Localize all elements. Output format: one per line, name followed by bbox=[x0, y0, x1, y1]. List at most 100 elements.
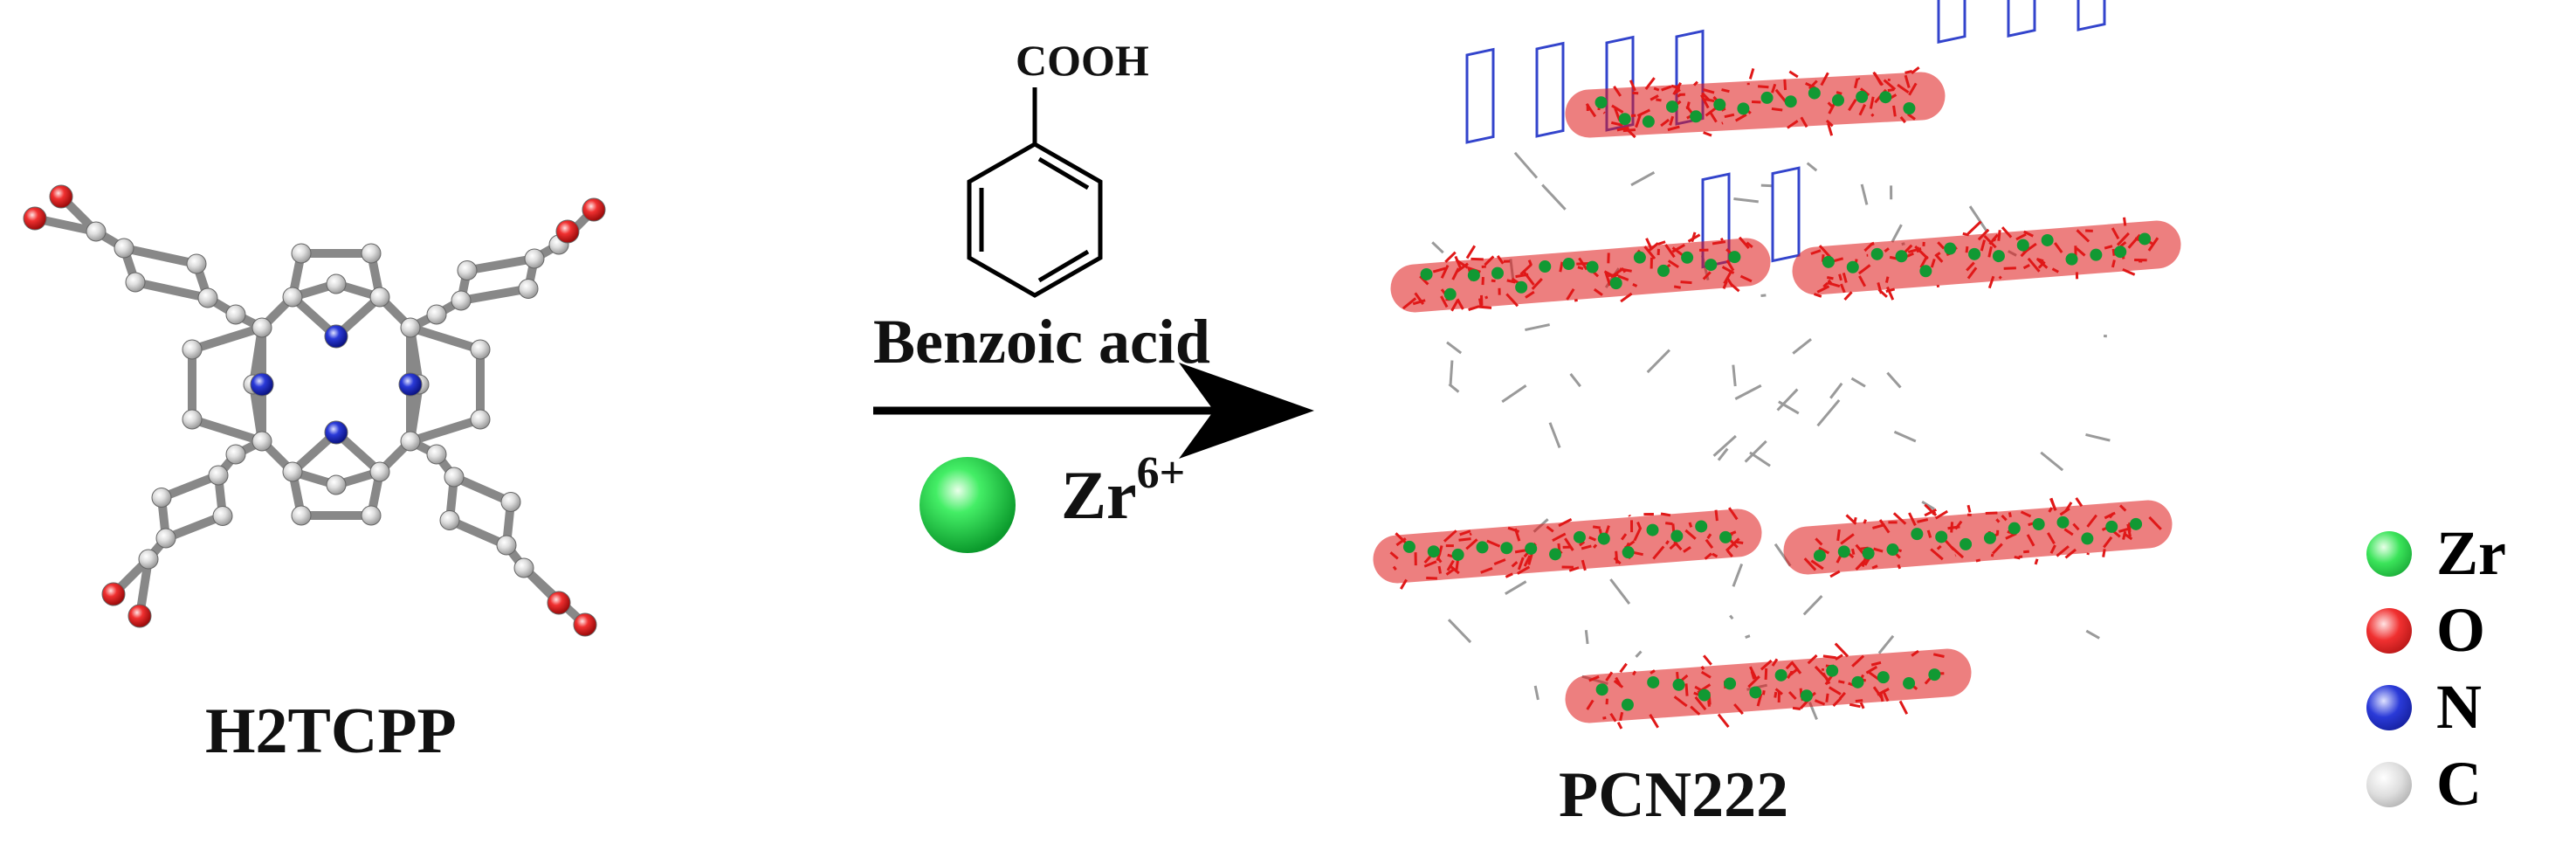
oxygen-bond bbox=[1480, 566, 1493, 574]
molecule-bond bbox=[190, 323, 264, 354]
zirconium-atom bbox=[1960, 537, 1973, 550]
oxygen-bond bbox=[1660, 118, 1670, 128]
oxygen-bond bbox=[2026, 534, 2035, 547]
oxygen-bond bbox=[1800, 116, 1808, 128]
oxygen-atom bbox=[101, 582, 126, 606]
oxygen-bond bbox=[1437, 565, 1442, 574]
oxygen-bond bbox=[1818, 546, 1830, 555]
oxygen-bond bbox=[1444, 251, 1457, 263]
oxygen-bond bbox=[1459, 529, 1471, 536]
oxygen-bond bbox=[1717, 713, 1730, 728]
oxygen-bond bbox=[1636, 521, 1643, 530]
oxygen-bond bbox=[1822, 654, 1836, 660]
n-legend-ball bbox=[2366, 684, 2412, 730]
carbon-atom bbox=[282, 287, 303, 308]
zirconium-atom bbox=[1856, 90, 1869, 103]
zr-legend-ball bbox=[2366, 530, 2412, 577]
oxygen-bond bbox=[1870, 241, 1875, 246]
zirconium-atom bbox=[1774, 668, 1787, 681]
oxygen-bond bbox=[1834, 642, 1849, 658]
carbon-atom bbox=[513, 557, 534, 578]
oxygen-bond bbox=[1657, 240, 1666, 246]
carbon-atom bbox=[326, 273, 347, 294]
oxygen-bond bbox=[2049, 544, 2056, 554]
linker-bond bbox=[1891, 224, 1903, 243]
oxygen-bond bbox=[2034, 558, 2039, 565]
oxygen-bond bbox=[2064, 548, 2077, 559]
oxygen-bond bbox=[1661, 85, 1672, 92]
oxygen-bond bbox=[1908, 512, 1917, 527]
oxygen-atom bbox=[573, 612, 597, 637]
oxygen-bond bbox=[1907, 247, 1922, 253]
oxygen-bond bbox=[1838, 680, 1845, 684]
oxygen-bond bbox=[1566, 287, 1575, 301]
oxygen-bond bbox=[1527, 259, 1533, 266]
porphyrin-panel bbox=[1937, 0, 1966, 44]
zirconium-atom bbox=[1919, 265, 1932, 278]
molecule-bond bbox=[451, 473, 513, 507]
linker-bond bbox=[1501, 384, 1527, 404]
linker-bond bbox=[1584, 629, 1589, 645]
oxygen-bond bbox=[1937, 241, 1946, 250]
zirconium-atom bbox=[1903, 102, 1916, 115]
oxygen-bond bbox=[1851, 548, 1856, 556]
molecule-bond bbox=[122, 244, 198, 268]
oxygen-bond bbox=[1990, 553, 1994, 557]
oxygen-bond bbox=[1506, 279, 1516, 284]
carbon-atom bbox=[251, 431, 272, 452]
zirconium-atom bbox=[2090, 248, 2103, 261]
zirconium-atom bbox=[1713, 98, 1726, 111]
oxygen-bond bbox=[1577, 266, 1584, 270]
carbon-atom bbox=[470, 409, 491, 430]
linker-bond bbox=[1806, 162, 1818, 172]
oxygen-bond bbox=[1842, 273, 1848, 283]
oxygen-bond bbox=[1683, 545, 1691, 553]
oxygen-bond bbox=[1669, 541, 1678, 550]
zirconium-atom bbox=[1622, 546, 1635, 559]
oxygen-bond bbox=[2051, 267, 2059, 273]
carbon-atom bbox=[426, 304, 447, 325]
oxygen-bond bbox=[1653, 86, 1660, 92]
zirconium-atom bbox=[1402, 540, 1415, 553]
oxygen-bond bbox=[1997, 230, 2001, 241]
oxygen-bond bbox=[1593, 287, 1603, 296]
oxygen-bond bbox=[1734, 113, 1747, 122]
linker-bond bbox=[1760, 294, 1767, 297]
zirconium-atom bbox=[1808, 86, 1821, 100]
zirconium-atom bbox=[1420, 267, 1433, 280]
carbon-atom bbox=[155, 528, 176, 549]
carbon-atom bbox=[439, 510, 460, 530]
oxygen-bond bbox=[1859, 702, 1865, 709]
porphyrin-panel bbox=[1535, 41, 1565, 138]
oxygen-bond bbox=[1616, 722, 1623, 730]
zirconium-atom bbox=[1870, 247, 1884, 260]
zirconium-atom bbox=[1595, 683, 1608, 696]
oxygen-bond bbox=[1692, 80, 1699, 86]
linker-bond bbox=[1548, 422, 1561, 448]
oxygen-bond bbox=[1684, 683, 1689, 696]
oxygen-bond bbox=[1465, 538, 1478, 550]
oxygen-bond bbox=[1706, 533, 1712, 539]
linker-bond bbox=[1446, 341, 1463, 355]
zirconium-atom bbox=[2105, 520, 2118, 533]
linker-bond bbox=[1733, 197, 1759, 204]
oxygen-bond bbox=[1687, 233, 1701, 243]
oxygen-bond bbox=[2076, 229, 2090, 243]
oxygen-bond bbox=[1705, 98, 1715, 103]
carbon-atom bbox=[369, 287, 390, 308]
carbon-atom bbox=[524, 248, 545, 269]
oxygen-bond bbox=[1700, 93, 1710, 109]
linker-bond bbox=[1635, 650, 1643, 658]
molecule-bond bbox=[466, 254, 535, 275]
carbon-atom bbox=[282, 461, 303, 482]
oxygen-atom bbox=[547, 591, 571, 615]
oxygen-bond bbox=[1559, 261, 1564, 273]
oxygen-bond bbox=[1712, 552, 1718, 558]
linker-bond bbox=[1745, 634, 1751, 639]
legend-label: N bbox=[2436, 672, 2482, 742]
oxygen-bond bbox=[2027, 257, 2041, 273]
oxygen-bond bbox=[1813, 293, 1822, 298]
oxygen-bond bbox=[1832, 697, 1842, 707]
molecule-bond bbox=[164, 511, 224, 543]
oxygen-bond bbox=[1863, 519, 1868, 524]
